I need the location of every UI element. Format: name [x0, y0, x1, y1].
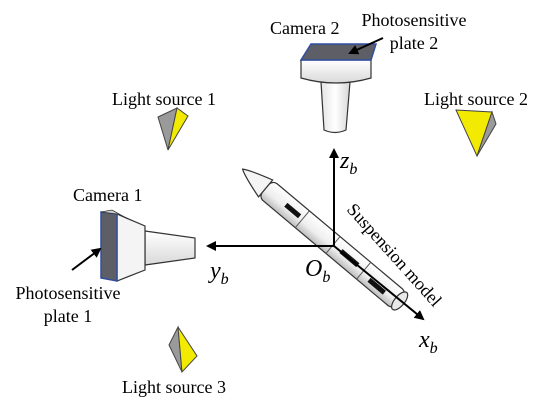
suspension-model [241, 168, 409, 311]
camera-2-body [300, 59, 372, 84]
model-joint-a [294, 210, 310, 229]
model-nose [241, 168, 274, 198]
plate-2-label-line2: plate 2 [390, 33, 438, 53]
light-2-face [476, 110, 497, 157]
plate-1-label-line2: plate 1 [44, 306, 92, 326]
plate-2-label-line1: Photosensitive [361, 10, 466, 30]
camera-1-top-edge [100, 209, 129, 220]
z-axis-label: zb [339, 148, 357, 178]
light-source-2 [455, 109, 497, 158]
camera-2-label: Camera 2 [270, 18, 339, 38]
model-slot-3 [367, 277, 386, 295]
photosensitive-plate-1 [100, 211, 118, 282]
light-source-2-label: Light source 2 [424, 89, 528, 109]
camera-1 [100, 209, 196, 282]
model-slot-1 [284, 202, 302, 219]
light-1-lamp [167, 107, 189, 151]
camera-2 [299, 43, 378, 134]
plate-1-label-line1: Photosensitive [15, 283, 120, 303]
origin-label: Ob [305, 256, 330, 286]
light-3-lamp [177, 326, 198, 374]
camera-1-lens [144, 230, 196, 266]
x-axis-label: xb [418, 327, 438, 357]
camera-2-lens [320, 81, 351, 134]
camera-1-label: Camera 1 [73, 185, 142, 205]
body-frame-axes [206, 148, 425, 321]
light-source-1 [157, 107, 189, 151]
plate-2-pointer-arrow [348, 37, 384, 55]
light-source-3-label: Light source 3 [122, 377, 226, 397]
light-source-1-label: Light source 1 [112, 89, 216, 109]
camera-1-body [116, 213, 146, 282]
light-source-3 [168, 325, 198, 374]
plate-1-pointer-arrow [71, 247, 102, 271]
y-axis-label: yb [208, 258, 229, 288]
x-axis [333, 245, 425, 321]
